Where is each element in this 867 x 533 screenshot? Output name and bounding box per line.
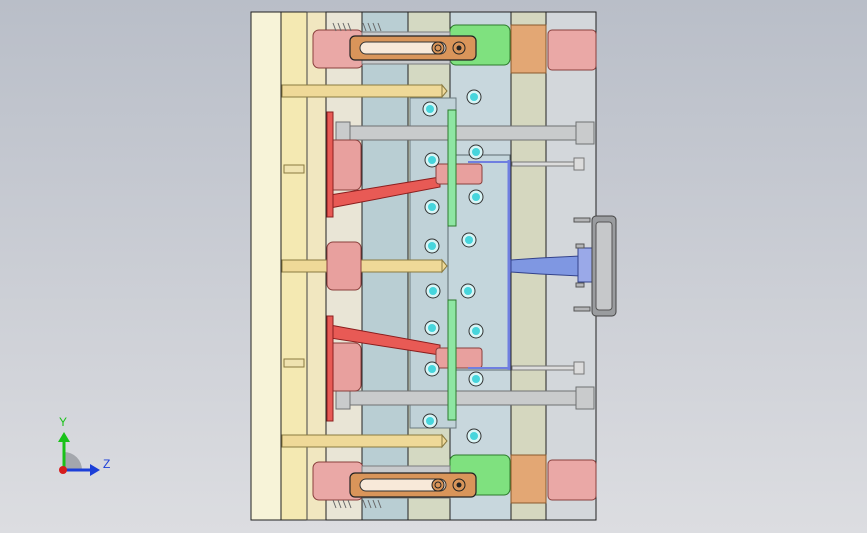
guide-rod-lower-head <box>575 386 595 410</box>
puller-slot-bottom <box>359 478 447 492</box>
sprue-bushing-head[interactable] <box>577 247 593 283</box>
spring-bottom <box>332 499 382 509</box>
screw-head-top-1-inner <box>434 44 442 52</box>
guide-sleeve-bottom-right[interactable] <box>547 459 597 501</box>
screw-head-bottom-1[interactable] <box>431 478 445 492</box>
screw-head-bottom-1-inner <box>434 481 442 489</box>
lifter-head-upper[interactable] <box>435 163 483 185</box>
ejector-pin-right-upper-head <box>573 157 585 171</box>
spring-top <box>332 22 382 32</box>
return-pin-1[interactable] <box>281 84 443 98</box>
cap-screws <box>422 89 484 444</box>
puller-slot-top <box>359 41 447 55</box>
guide-post-bottom-orange[interactable] <box>510 454 547 504</box>
cavity-green-upper <box>447 109 457 227</box>
ejector-pin-right-lower-head <box>573 361 585 375</box>
return-pin-3[interactable] <box>281 434 443 448</box>
lifter-base-upper <box>326 111 334 218</box>
ejector-pin-right-lower[interactable] <box>511 365 575 371</box>
guide-post-top-orange[interactable] <box>510 24 547 74</box>
y-axis-label: Y <box>59 415 68 429</box>
slider-block-mid-upper[interactable] <box>326 241 362 291</box>
guide-rod-upper-head <box>575 121 595 145</box>
ring-screw-lower <box>575 282 585 288</box>
stop-pin-2 <box>283 358 305 368</box>
triad-quadrant-icon <box>64 452 82 470</box>
cavity-green-lower <box>447 299 457 421</box>
return-pin-2[interactable] <box>281 259 443 273</box>
x-axis-dot-icon <box>59 466 67 474</box>
lifter-base-lower <box>326 315 334 422</box>
return-pin-tip-3 <box>441 433 448 449</box>
ring-screw-upper-2 <box>573 217 591 223</box>
guide-sleeve-top-right[interactable] <box>547 29 597 71</box>
sprue-nozzle[interactable] <box>510 255 581 277</box>
z-axis-label: Z <box>103 457 111 471</box>
lifter-head-lower[interactable] <box>435 347 483 369</box>
coordinate-triad <box>58 432 100 476</box>
ejector-pin-right-upper[interactable] <box>511 161 575 167</box>
screw-head-top-2-inner <box>456 45 462 51</box>
return-pin-tip-2 <box>441 258 448 274</box>
screw-head-top-1[interactable] <box>431 41 445 55</box>
z-axis-arrowhead-icon <box>90 464 100 476</box>
screw-head-bottom-2-inner <box>456 482 462 488</box>
return-pin-tip-1 <box>441 83 448 99</box>
ring-screw-upper <box>575 243 585 249</box>
ring-screw-lower-2 <box>573 306 591 312</box>
locating-ring-face <box>595 221 613 311</box>
y-axis-arrowhead-icon <box>58 432 70 442</box>
stop-pin-1 <box>283 164 305 174</box>
bottom-clamp-plate[interactable] <box>250 11 282 521</box>
